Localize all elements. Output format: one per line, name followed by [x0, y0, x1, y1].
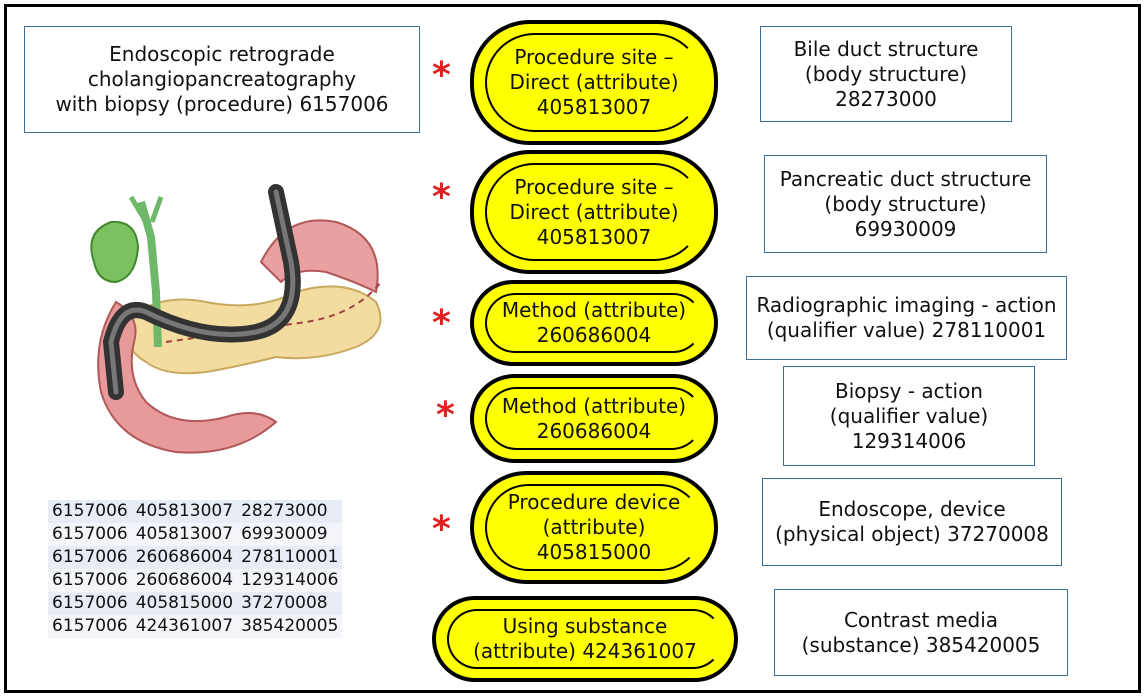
required-marker-5: * [432, 512, 451, 548]
table-cell: 405815000 [132, 592, 237, 615]
table-cell: 405813007 [132, 500, 237, 523]
table-cell: 6157006 [48, 592, 132, 615]
attribute-pill-procedure-site-1: Procedure site – Direct (attribute) 4058… [470, 20, 718, 145]
procedure-concept-text: Endoscopic retrograde cholangiopancreato… [55, 42, 388, 117]
procedure-concept-box: Endoscopic retrograde cholangiopancreato… [24, 26, 420, 133]
table-cell: 129314006 [237, 569, 342, 592]
table-cell: 6157006 [48, 546, 132, 569]
value-box-pancreatic-duct: Pancreatic duct structure (body structur… [764, 155, 1047, 253]
attribute-pill-procedure-device: Procedure device (attribute) 405815000 [470, 471, 718, 584]
table-cell: 405813007 [132, 523, 237, 546]
table-cell: 260686004 [132, 546, 237, 569]
required-marker-4: * [436, 398, 455, 434]
table-cell: 278110001 [237, 546, 342, 569]
table-cell: 6157006 [48, 523, 132, 546]
required-marker-1: * [432, 58, 451, 94]
table-cell: 69930009 [237, 523, 342, 546]
required-marker-3: * [432, 306, 451, 342]
table-cell: 6157006 [48, 500, 132, 523]
pancreas-endoscope-illustration [86, 182, 416, 472]
value-box-contrast-media: Contrast media (substance) 385420005 [774, 589, 1068, 676]
table-cell: 424361007 [132, 615, 237, 638]
attribute-pill-method-1: Method (attribute) 260686004 [470, 280, 718, 366]
table-cell: 6157006 [48, 569, 132, 592]
attribute-pill-using-substance: Using substance (attribute) 424361007 [432, 596, 738, 682]
attribute-pill-method-2: Method (attribute) 260686004 [470, 374, 718, 463]
attribute-pill-procedure-site-2: Procedure site – Direct (attribute) 4058… [470, 150, 718, 274]
value-box-biopsy: Biopsy - action (qualifier value) 129314… [783, 366, 1035, 466]
value-box-endoscope: Endoscope, device (physical object) 3727… [762, 478, 1062, 566]
table-cell: 28273000 [237, 500, 342, 523]
value-box-bile-duct: Bile duct structure (body structure) 282… [760, 26, 1012, 122]
table-cell: 260686004 [132, 569, 237, 592]
table-cell: 385420005 [237, 615, 342, 638]
table-cell: 6157006 [48, 615, 132, 638]
table-cell: 37270008 [237, 592, 342, 615]
value-box-radiographic-imaging: Radiographic imaging - action (qualifier… [746, 276, 1067, 360]
required-marker-2: * [432, 180, 451, 216]
